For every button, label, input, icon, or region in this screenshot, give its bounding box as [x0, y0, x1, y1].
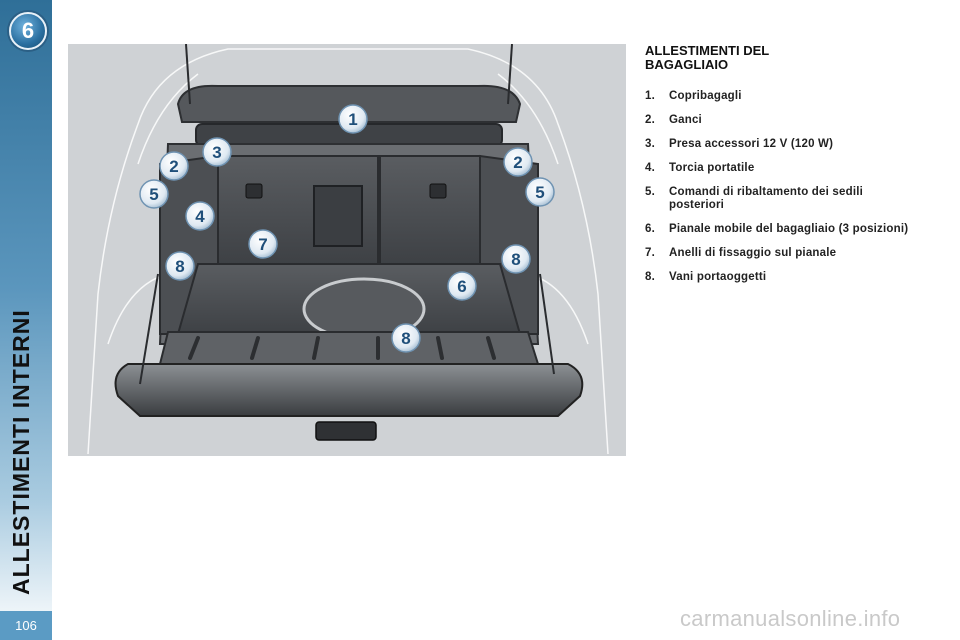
- tailgate: [176, 84, 522, 123]
- fittings-list: 1. Copribagagli 2. Ganci 3. Presa accessori…: [645, 90, 915, 284]
- list-item: 7. Anelli di fissaggio sul pianale: [645, 247, 915, 260]
- svg-text:2: 2: [169, 157, 178, 176]
- trunk-drawing: 1 2 3 2 5 5 4 7: [87, 44, 609, 455]
- item-number: 3.: [645, 138, 655, 150]
- callout-7: 7: [248, 229, 278, 259]
- svg-text:7: 7: [258, 235, 267, 254]
- callout-8-left: 8: [165, 251, 195, 281]
- callout-1: 1: [338, 104, 368, 134]
- callout-5-right: 5: [525, 177, 555, 207]
- item-label: Ganci: [669, 114, 702, 126]
- item-number: 4.: [645, 162, 655, 174]
- rear-bumper: [114, 363, 584, 417]
- loading-sill: [158, 331, 540, 365]
- item-number: 6.: [645, 223, 655, 235]
- page-number: 106: [0, 611, 52, 640]
- svg-text:8: 8: [511, 250, 520, 269]
- chapter-number-badge: 6: [9, 12, 47, 50]
- section-title: ALLESTIMENTI DEL BAGAGLIAIO: [645, 43, 769, 72]
- item-label: Copribagagli: [669, 90, 742, 102]
- car-body-outline: [87, 48, 609, 455]
- callout-8-center: 8: [391, 323, 421, 353]
- item-label: Presa accessori 12 V (120 W): [669, 138, 834, 150]
- callout-2-right: 2: [503, 147, 533, 177]
- callout-4: 4: [185, 201, 215, 231]
- item-number: 2.: [645, 114, 655, 126]
- item-number: 7.: [645, 247, 655, 259]
- svg-text:8: 8: [401, 329, 410, 348]
- watermark: carmanualsonline.info: [680, 606, 901, 631]
- trunk-illustration: 1 2 3 2 5 5 4 7: [68, 44, 626, 456]
- svg-text:4: 4: [195, 207, 205, 226]
- list-item: 5. Comandi di ribaltamento dei sedili pos…: [645, 186, 915, 212]
- list-item: 3. Presa accessori 12 V (120 W): [645, 138, 915, 151]
- item-label: Torcia portatile: [669, 162, 755, 174]
- sill-grooves: [188, 336, 496, 360]
- list-item: 2. Ganci: [645, 114, 915, 127]
- svg-text:8: 8: [175, 257, 184, 276]
- callout-2-left: 2: [159, 151, 189, 181]
- svg-text:1: 1: [348, 110, 357, 129]
- list-item: 4. Torcia portatile: [645, 162, 915, 175]
- item-number: 5.: [645, 186, 655, 198]
- svg-text:3: 3: [212, 143, 221, 162]
- seat-panel: [313, 185, 363, 247]
- callout-6: 6: [447, 271, 477, 301]
- callout-5-left: 5: [139, 179, 169, 209]
- list-item: 1. Copribagagli: [645, 90, 915, 103]
- chapter-sidebar: 6 ALLESTIMENTI INTERNI: [0, 0, 52, 640]
- item-number: 1.: [645, 90, 655, 102]
- callout-8-right: 8: [501, 244, 531, 274]
- item-number: 8.: [645, 271, 655, 283]
- svg-text:2: 2: [513, 153, 522, 172]
- trunk-fittings-section: ALLESTIMENTI DEL BAGAGLIAIO 1. Copribagag…: [645, 44, 915, 295]
- svg-text:5: 5: [535, 183, 544, 202]
- item-label: Comandi di ribaltamento dei sedili poste…: [669, 186, 864, 211]
- chapter-title: ALLESTIMENTI INTERNI: [8, 309, 34, 595]
- license-plate-light: [315, 421, 377, 441]
- item-label: Vani portaoggetti: [669, 271, 767, 283]
- callout-3: 3: [202, 137, 232, 167]
- item-label: Pianale mobile del bagagliaio (3 posizio…: [669, 223, 909, 235]
- item-label: Anelli di fissaggio sul pianale: [669, 247, 837, 259]
- list-item: 6. Pianale mobile del bagagliaio (3 posiz…: [645, 223, 915, 236]
- svg-text:5: 5: [149, 185, 158, 204]
- svg-text:6: 6: [457, 277, 466, 296]
- seat-back-right: [379, 155, 481, 265]
- list-item: 8. Vani portaoggetti: [645, 271, 915, 284]
